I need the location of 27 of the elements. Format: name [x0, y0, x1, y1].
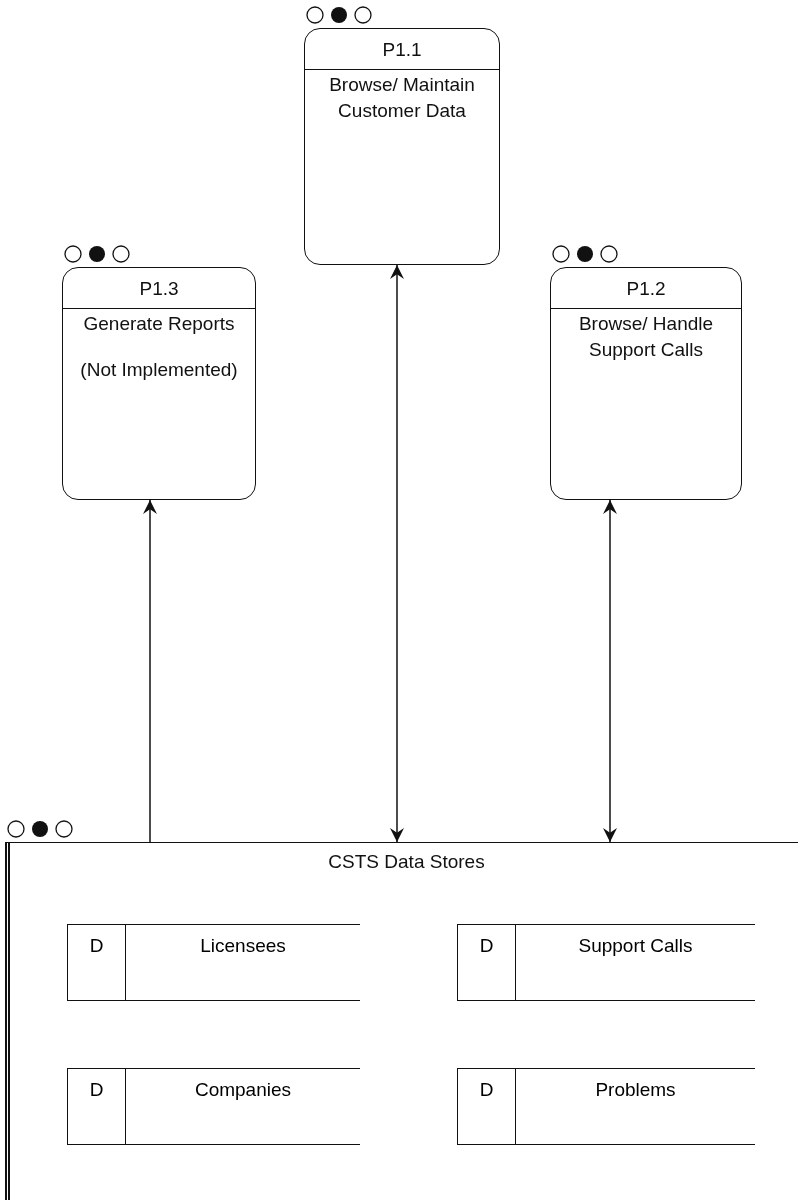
- store-id: D: [458, 1069, 516, 1144]
- process-id: P1.3: [63, 268, 255, 309]
- arrow: [603, 499, 617, 843]
- store-name: Problems: [594, 1078, 677, 1102]
- process-id: P1.1: [305, 29, 499, 70]
- store-id: D: [68, 925, 126, 1000]
- data-store: [67, 1068, 360, 1145]
- arrow: [390, 264, 404, 843]
- store-id: D: [68, 1069, 126, 1144]
- process-box: [62, 267, 256, 500]
- arrow: [143, 499, 157, 843]
- data-store: [67, 924, 360, 1001]
- store-name: Licensees: [199, 934, 287, 958]
- store-name: Support Calls: [577, 934, 694, 958]
- process-box: [550, 267, 742, 500]
- group-title: CSTS Data Stores: [327, 851, 486, 873]
- process-label: (Not Implemented): [79, 357, 239, 382]
- data-store: [457, 924, 755, 1001]
- process-label: Browse/ Handle Support Calls: [577, 312, 715, 362]
- process-box: [304, 28, 500, 265]
- store-id: D: [458, 925, 516, 1000]
- process-id: P1.2: [551, 268, 741, 309]
- data-store-group: [5, 842, 798, 1200]
- process-label: Generate Reports: [82, 312, 236, 336]
- data-store: [457, 1068, 755, 1145]
- process-label: Browse/ Maintain Customer Data: [328, 73, 476, 123]
- store-name: Companies: [193, 1078, 293, 1102]
